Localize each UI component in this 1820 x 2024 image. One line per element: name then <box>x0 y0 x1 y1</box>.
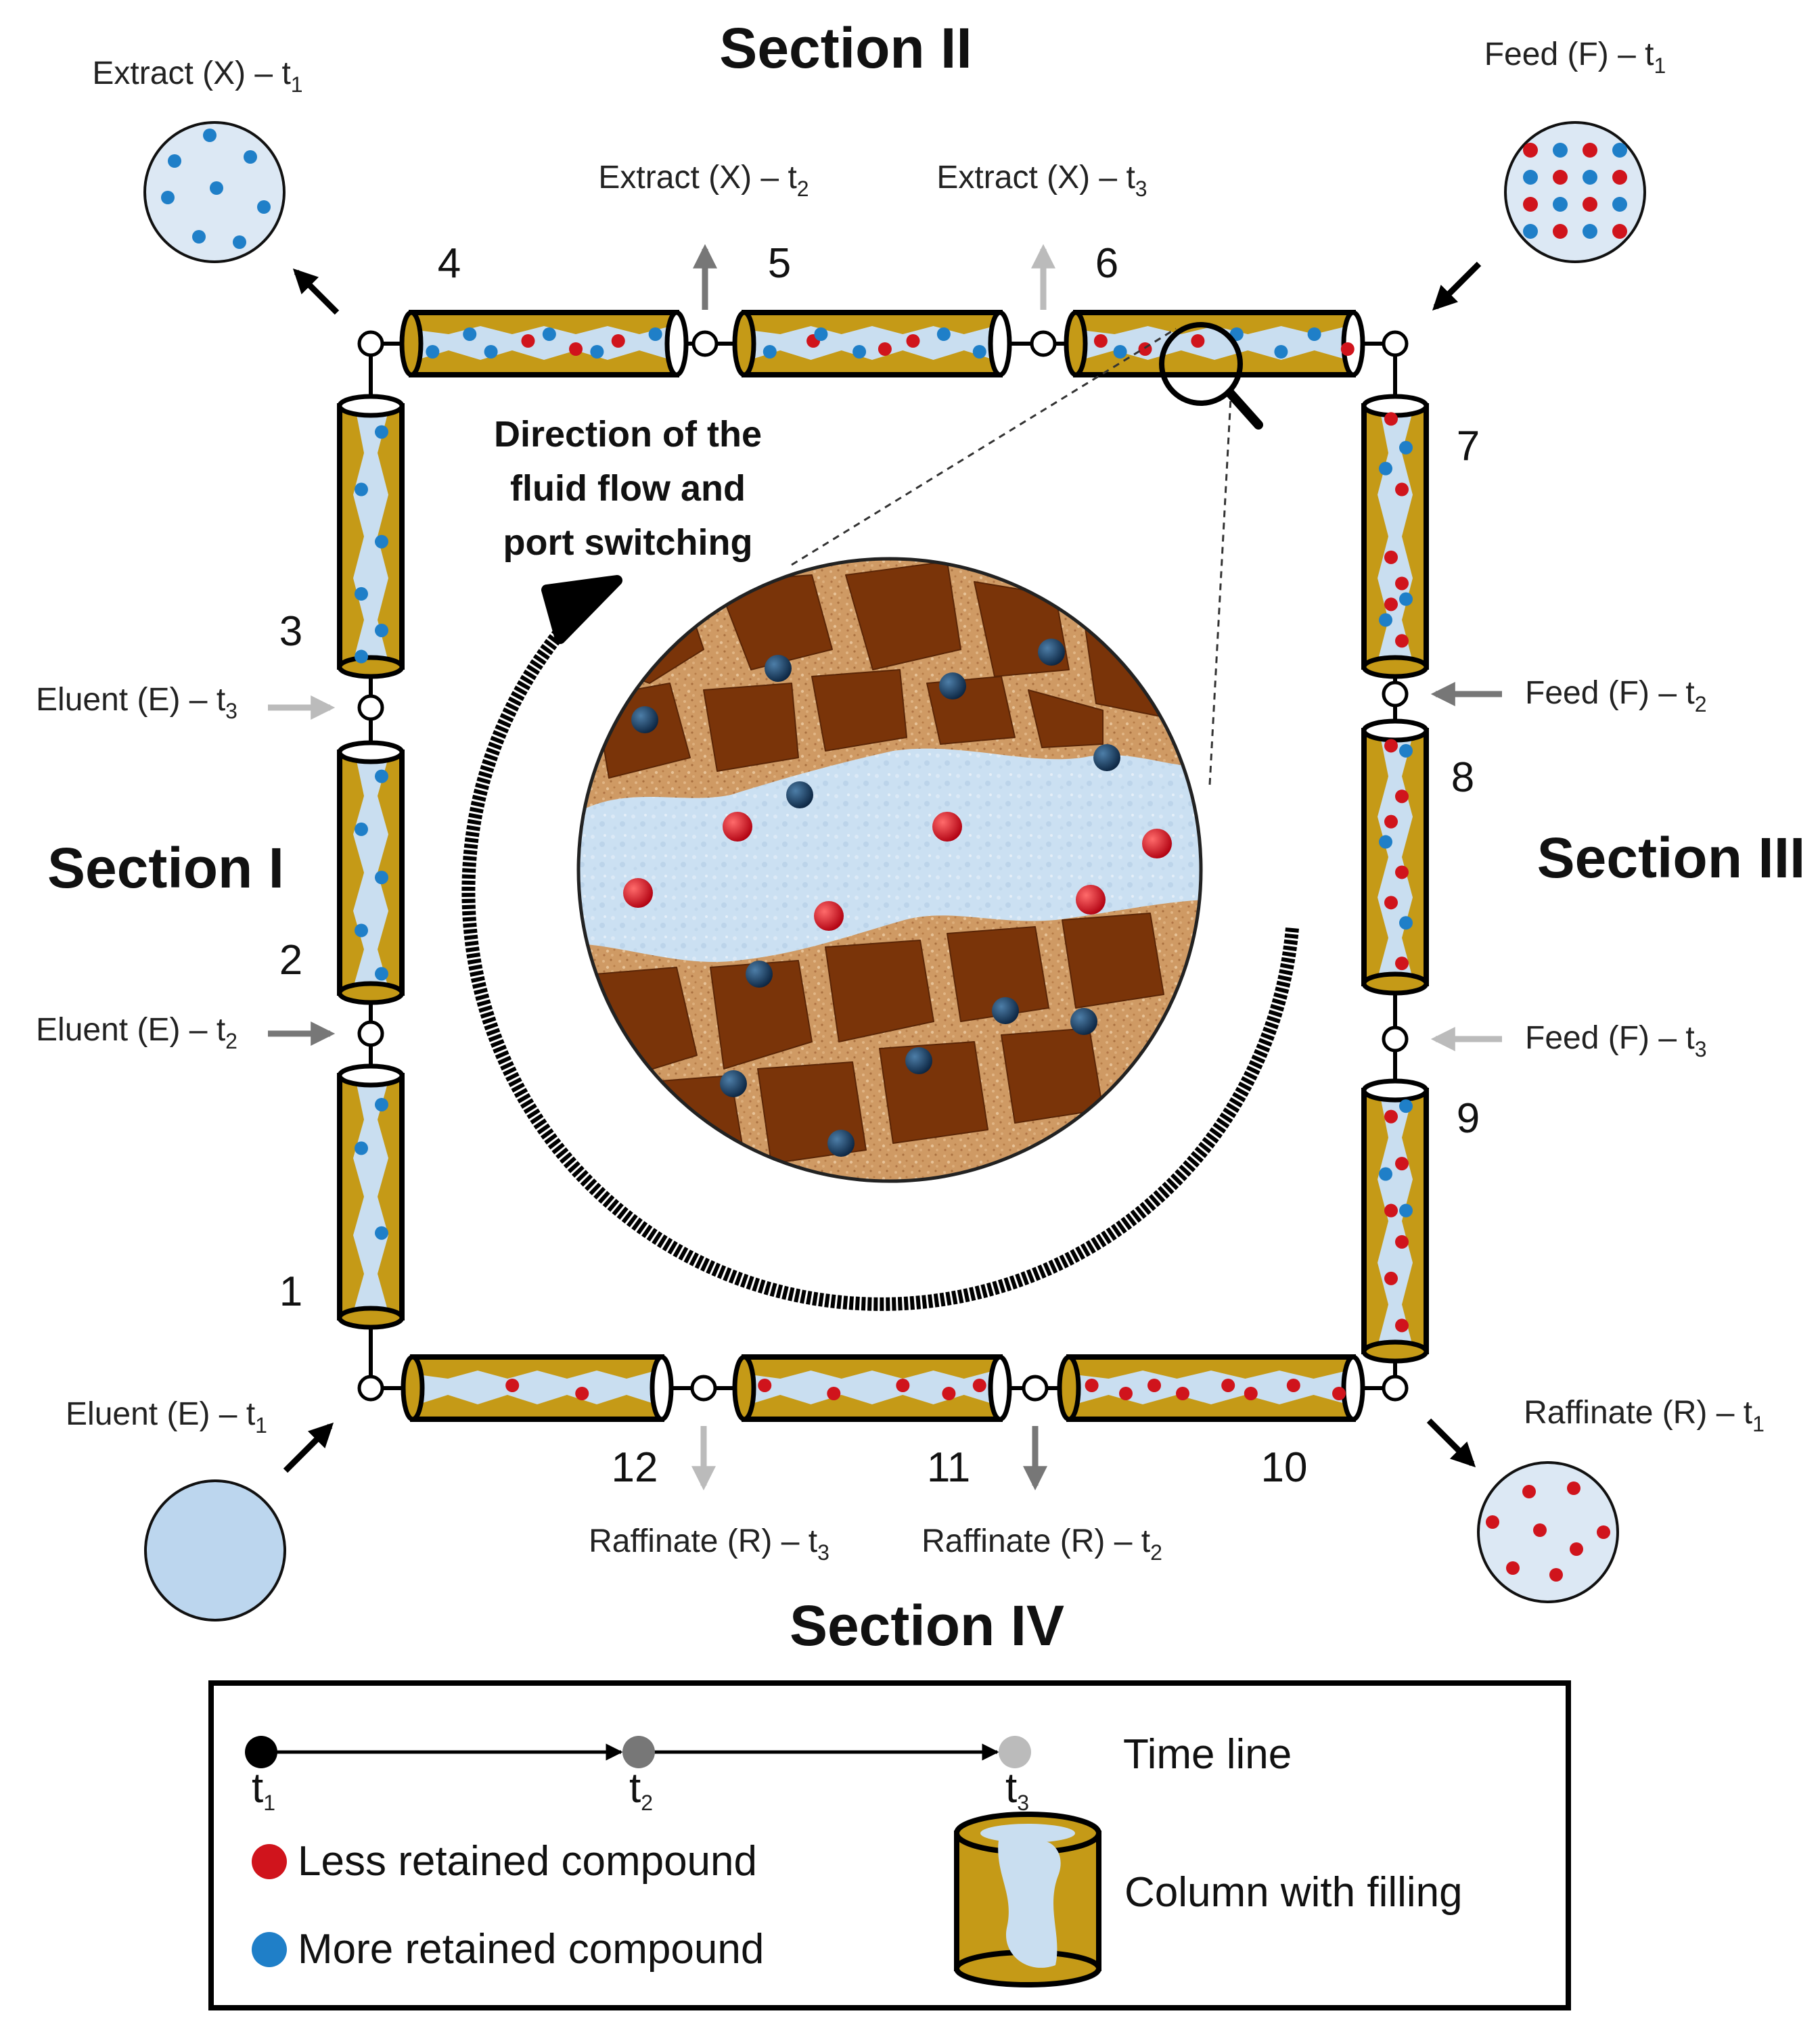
zoom-guide-line <box>791 327 1177 566</box>
eluent-t1-arrow <box>283 1422 334 1473</box>
column <box>337 740 405 1005</box>
legend: t1 t2 t3 Time line Less retained compoun… <box>208 1680 1571 2010</box>
section-title: Section I <box>47 836 284 900</box>
t3-dot <box>999 1736 1031 1768</box>
port-node <box>1382 1026 1409 1053</box>
raffinate-t1-arrow <box>1426 1418 1476 1468</box>
t1-dot <box>245 1736 277 1768</box>
port-label-raffinate-t3: Raffinate (R) – t3 <box>589 1523 829 1565</box>
column <box>732 1354 1012 1422</box>
column <box>337 1063 405 1330</box>
t2-dot <box>622 1736 655 1768</box>
port-node <box>357 1375 384 1402</box>
column <box>1064 310 1365 377</box>
port-node <box>691 330 719 357</box>
port-label-feed-t1: Feed (F) – t1 <box>1484 37 1666 78</box>
column <box>1057 1354 1365 1422</box>
port-arrows <box>268 244 1502 1491</box>
svg-text:fluid flow and: fluid flow and <box>510 468 746 509</box>
column-number: 12 <box>612 1444 658 1491</box>
column <box>1361 718 1429 996</box>
t3-label: t3 <box>1005 1765 1029 1815</box>
eluent-composition-circle <box>144 1479 286 1622</box>
less-retained-legend-dot <box>252 1844 287 1879</box>
port-label-raffinate-t2: Raffinate (R) – t2 <box>922 1523 1162 1565</box>
port-label-extract-t2: Extract (X) – t2 <box>598 160 809 201</box>
zoom-guide-line <box>1208 385 1233 785</box>
less-retained-label: Less retained compound <box>298 1838 757 1885</box>
port-label-feed-t3: Feed (F) – t3 <box>1525 1020 1707 1061</box>
extract-t1-arrow <box>292 268 340 315</box>
port-label-extract-t3: Extract (X) – t3 <box>936 160 1147 201</box>
port-nodes <box>357 330 1409 1402</box>
column-number: 11 <box>927 1444 970 1491</box>
feed-composition-circle <box>1504 121 1646 263</box>
port-node <box>1382 681 1409 708</box>
port-node <box>1030 330 1057 357</box>
port-node <box>1022 1375 1049 1402</box>
port-node <box>357 330 384 357</box>
more-retained-label: More retained compound <box>298 1926 764 1973</box>
raffinate-composition-circle <box>1477 1461 1619 1603</box>
magnifier-icon <box>1159 322 1263 430</box>
port-label-eluent-t2: Eluent (E) – t2 <box>36 1012 237 1053</box>
port-label-feed-t2: Feed (F) – t2 <box>1525 675 1707 716</box>
column-number: 4 <box>438 240 461 287</box>
timeline-label: Time line <box>1123 1731 1292 1778</box>
extract-composition-circle <box>143 121 286 263</box>
column-number: 10 <box>1261 1444 1308 1491</box>
port-label-extract-t1: Extract (X) – t1 <box>92 55 302 97</box>
column <box>732 310 1012 377</box>
column <box>399 310 689 377</box>
zoom-inset <box>576 327 1233 1183</box>
column <box>1361 394 1429 679</box>
column-number: 5 <box>768 240 791 287</box>
t2-label: t2 <box>629 1765 653 1815</box>
port-node <box>1382 1375 1409 1402</box>
port-labels: Extract (X) – t1 Extract (X) – t2 Extract … <box>36 37 1765 1565</box>
port-node <box>357 694 384 721</box>
column-number: 9 <box>1457 1095 1480 1142</box>
port-label-eluent-t3: Eluent (E) – t3 <box>36 682 237 723</box>
column-legend-label: Column with filling <box>1124 1869 1463 1916</box>
svg-text:Direction of the: Direction of the <box>494 414 762 455</box>
port-label-eluent-t1: Eluent (E) – t1 <box>66 1396 267 1438</box>
section-title: Section II <box>719 16 972 80</box>
more-retained-legend-dot <box>252 1932 287 1967</box>
column-number: 2 <box>279 937 302 984</box>
port-node <box>690 1375 717 1402</box>
section-title: Section III <box>1537 826 1806 890</box>
column-number: 6 <box>1095 240 1118 287</box>
direction-label: Direction of the fluid flow and port swi… <box>494 414 762 563</box>
port-node <box>357 1020 384 1047</box>
port-node <box>1382 330 1409 357</box>
column-number: 8 <box>1451 754 1474 801</box>
section-title: Section IV <box>790 1594 1064 1657</box>
legend-box <box>208 1680 1571 2010</box>
column <box>401 1354 674 1422</box>
svg-text:port switching: port switching <box>503 522 753 563</box>
feed-t1-arrow <box>1432 261 1482 311</box>
column <box>337 394 405 679</box>
column-number: 7 <box>1457 423 1480 469</box>
column-legend-icon <box>954 1812 1101 1987</box>
column-number: 3 <box>279 608 302 655</box>
columns <box>337 310 1429 1422</box>
column <box>1361 1078 1429 1364</box>
t1-label: t1 <box>252 1765 275 1815</box>
column-number: 1 <box>279 1268 302 1315</box>
flow-direction-arrow <box>461 575 1299 1311</box>
port-label-raffinate-t1: Raffinate (R) – t1 <box>1524 1395 1765 1436</box>
